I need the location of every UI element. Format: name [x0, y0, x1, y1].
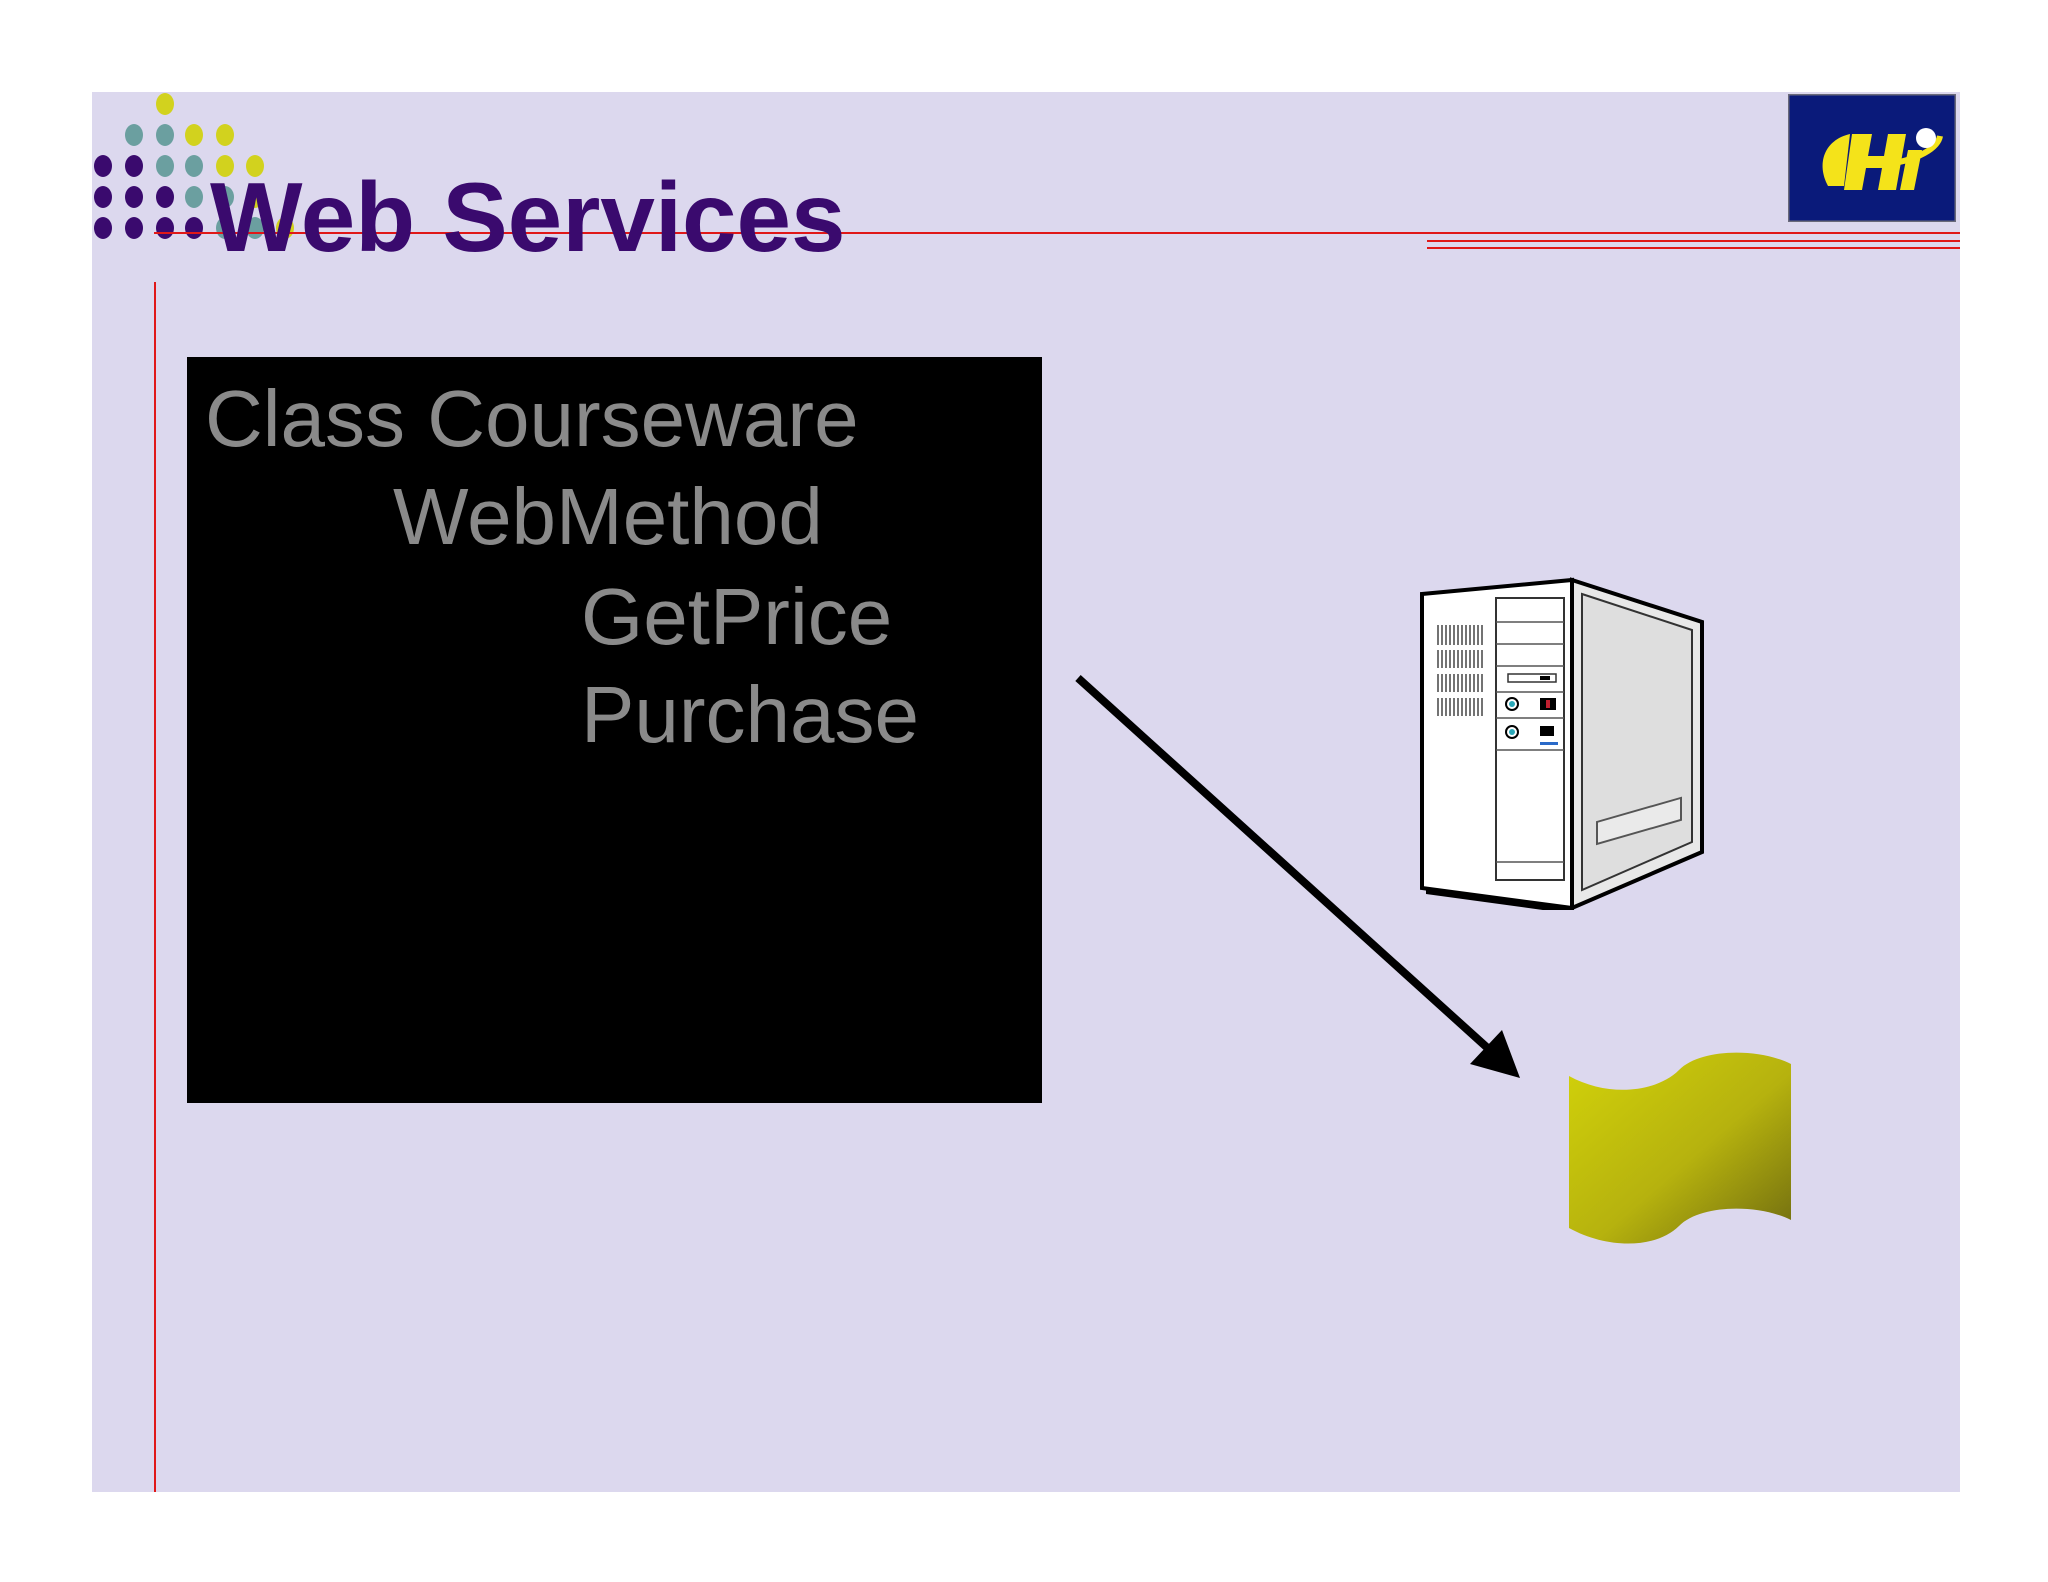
code-line-purchase: Purchase	[581, 670, 919, 759]
code-line-class: Class Courseware	[205, 374, 859, 463]
code-line-getprice: GetPrice	[581, 572, 893, 661]
vertical-rule	[154, 282, 156, 1492]
slide-title: Web Services	[210, 162, 846, 272]
code-line-webmethod: WebMethod	[393, 472, 823, 561]
title-rule-mid	[1427, 240, 1960, 242]
hi-logo-icon	[1788, 94, 1956, 222]
slide: Web Services Class Courseware WebMethod …	[92, 92, 1960, 1492]
wavy-flag-icon	[1569, 1052, 1791, 1244]
diagonal-arrow-icon	[1075, 675, 1520, 1078]
code-box: Class Courseware WebMethod GetPrice Purc…	[187, 357, 1042, 1103]
title-rule-bottom	[1427, 247, 1960, 249]
title-rule-top	[154, 232, 1960, 234]
server-tower-icon	[1420, 577, 1704, 910]
